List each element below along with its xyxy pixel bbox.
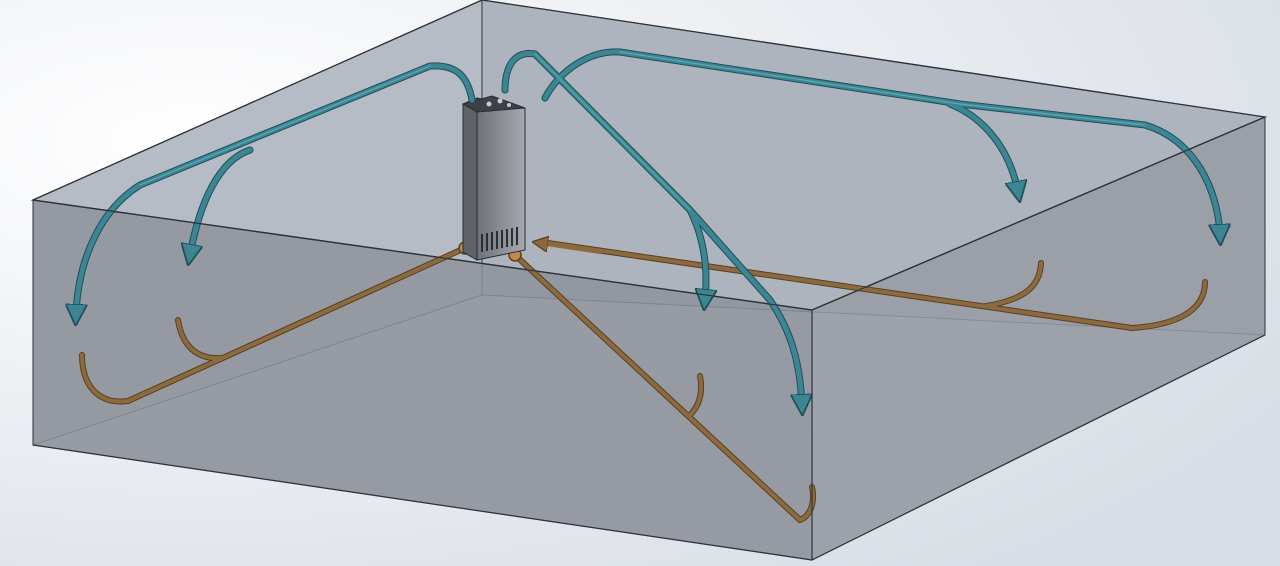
unit-vent-grille xyxy=(481,227,518,252)
supply-branch-left-mid xyxy=(190,147,253,255)
return-branch-right-end xyxy=(1130,280,1207,330)
unit-fan-icon-2 xyxy=(497,98,503,104)
return-branch-left-end xyxy=(80,353,130,404)
return-duct-front-main xyxy=(513,253,802,522)
supply-branch-front-end xyxy=(687,207,802,405)
unit-fan-icon-3 xyxy=(507,103,511,107)
room-box xyxy=(30,0,1268,561)
air-handling-unit xyxy=(461,95,526,261)
return-branch-front-mid xyxy=(688,374,704,417)
return-arrow xyxy=(540,243,602,254)
supply-duct-network xyxy=(76,48,1220,405)
unit-side-face xyxy=(462,97,478,261)
return-branch-left-mid xyxy=(176,318,224,361)
return-duct-left-main xyxy=(126,246,467,403)
unit-fan-icon xyxy=(486,101,492,107)
supply-branch-back-mid xyxy=(947,101,1018,192)
unit-top-face xyxy=(461,95,526,113)
supply-duct-left-main xyxy=(76,63,475,315)
room-front-edges xyxy=(32,116,1266,561)
return-branch-right-mid xyxy=(984,261,1043,308)
return-duct-network xyxy=(79,241,1208,523)
return-duct-right-main xyxy=(546,241,1134,330)
